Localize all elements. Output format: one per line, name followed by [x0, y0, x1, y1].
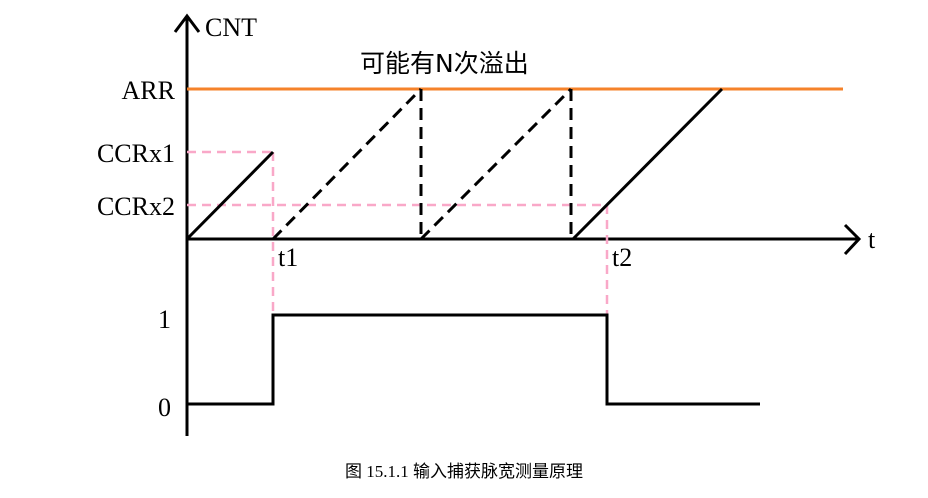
ramp-solid-1 [185, 150, 275, 241]
y-axis-label: CNT [205, 13, 257, 42]
ramp-solid-2 [571, 87, 724, 241]
ccrx1-label: CCRx1 [97, 139, 175, 168]
t2-label: t2 [612, 243, 632, 272]
level-high-label: 1 [158, 305, 171, 334]
x-axis-label: t [868, 225, 876, 254]
ramp-dashed-2 [419, 87, 573, 241]
arr-label: ARR [122, 76, 176, 105]
ccrx2-label: CCRx2 [97, 192, 175, 221]
overflow-note: 可能有N次溢出 [360, 49, 529, 78]
y-axis-arrow [173, 13, 201, 33]
pulse-waveform [187, 313, 760, 406]
ramp-dashed-1 [271, 87, 423, 241]
t1-label: t1 [278, 243, 298, 272]
figure-caption: 图 15.1.1 输入捕获脉宽测量原理 [345, 462, 583, 481]
level-low-label: 0 [158, 393, 171, 422]
x-axis-arrow [843, 223, 862, 256]
